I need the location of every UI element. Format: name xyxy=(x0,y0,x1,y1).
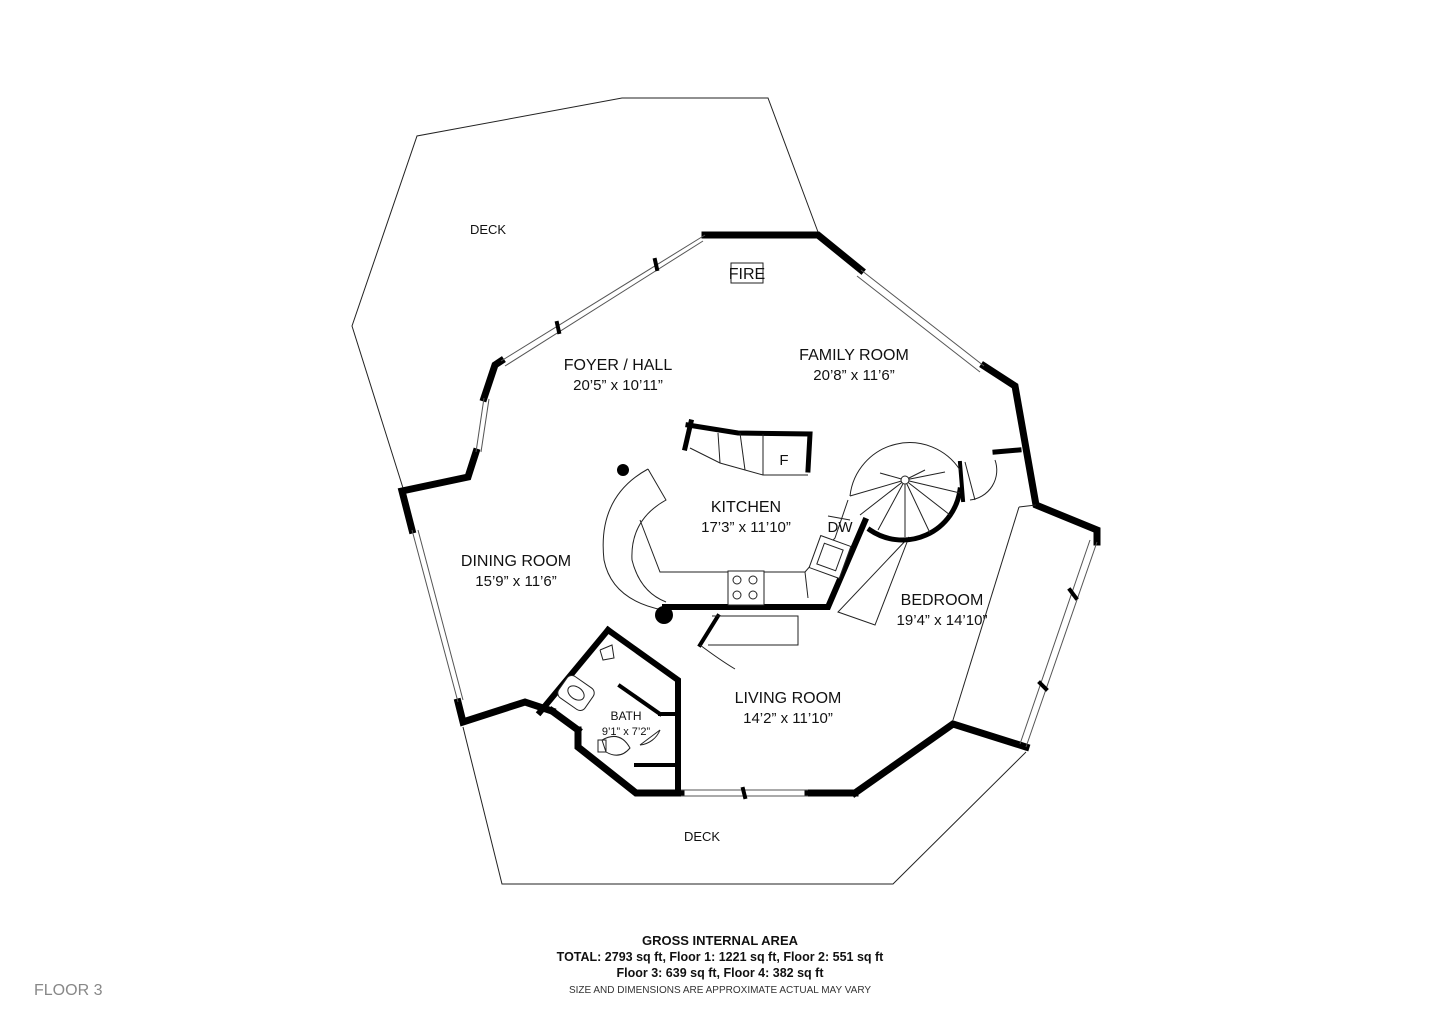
bedroom-door xyxy=(964,459,998,501)
column-dot xyxy=(617,464,629,476)
deck-top-label: DECK xyxy=(470,222,506,237)
area-line-2: Floor 3: 639 sq ft, Floor 4: 382 sq ft xyxy=(616,966,824,980)
dishwasher-label: DW xyxy=(828,519,854,536)
kitchen-dims: 17’3” x 11’10” xyxy=(701,519,791,536)
fridge-label: F xyxy=(779,452,788,469)
spiral-staircase xyxy=(849,442,963,543)
living-dims: 14’2” x 11’10” xyxy=(743,710,833,727)
bedroom-outline xyxy=(837,504,1037,721)
area-disclaimer: SIZE AND DIMENSIONS ARE APPROXIMATE ACTU… xyxy=(568,985,872,996)
family-dims: 20’8” x 11’6” xyxy=(813,367,894,384)
bedroom-name: BEDROOM xyxy=(901,592,984,609)
dining-dims: 15’9” x 11’6” xyxy=(475,573,556,590)
bath-name: BATH xyxy=(610,709,641,723)
deck-bottom-label: DECK xyxy=(684,829,720,844)
window-segments xyxy=(411,234,1098,797)
fireplace xyxy=(730,262,764,284)
deck-bottom-outline xyxy=(462,726,1027,885)
kitchen-counter xyxy=(602,468,851,611)
floor-label: FLOOR 3 xyxy=(34,982,103,999)
fireplace-label: FIRE xyxy=(729,266,765,283)
bath-fixtures xyxy=(557,644,661,756)
area-summary: GROSS INTERNAL AREA TOTAL: 2793 sq ft, F… xyxy=(0,932,1440,1001)
area-line-1: TOTAL: 2793 sq ft, Floor 1: 1221 sq ft, … xyxy=(556,950,884,964)
living-door xyxy=(699,615,799,670)
living-name: LIVING ROOM xyxy=(735,690,842,707)
interior-walls xyxy=(535,447,1022,796)
bath-dims: 9’1” x 7’2” xyxy=(602,726,651,738)
family-name: FAMILY ROOM xyxy=(799,347,909,364)
kitchen-island xyxy=(682,419,813,476)
column-dot xyxy=(655,606,673,624)
stove xyxy=(727,570,765,606)
kitchen-sink xyxy=(808,534,852,580)
area-title: GROSS INTERNAL AREA xyxy=(641,933,798,948)
foyer-name: FOYER / HALL xyxy=(564,357,673,374)
window-mullions xyxy=(554,257,1079,800)
deck-top-outline xyxy=(351,97,819,489)
kitchen-name: KITCHEN xyxy=(711,499,781,516)
foyer-dims: 20’5” x 10’11” xyxy=(573,377,663,394)
exterior-walls xyxy=(397,231,1101,798)
bedroom-dims: 19’4” x 14’10” xyxy=(897,612,988,629)
dining-name: DINING ROOM xyxy=(461,553,571,570)
